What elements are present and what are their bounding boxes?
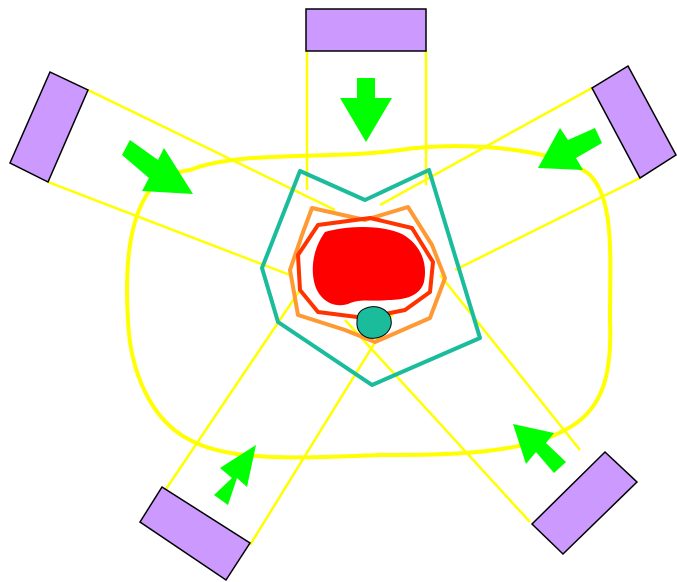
- arrow-upper-left: [122, 140, 193, 194]
- beam-source-lower-left: [140, 487, 250, 580]
- organ-at-risk: [357, 307, 391, 339]
- beam-source-top: [306, 9, 426, 51]
- beam-edge: [455, 178, 640, 270]
- beam-edge: [440, 275, 580, 450]
- tumor: [313, 227, 425, 305]
- beam-edge: [250, 310, 395, 545]
- arrow-top: [340, 78, 392, 142]
- beam-source-upper-left: [10, 72, 88, 182]
- body-outline: [127, 146, 610, 457]
- beam-edge: [48, 182, 290, 275]
- arrow-upper-right: [538, 128, 602, 170]
- beam-edge: [345, 320, 530, 522]
- beam-source-upper-right: [592, 66, 676, 178]
- beam-source-lower-right: [532, 452, 637, 554]
